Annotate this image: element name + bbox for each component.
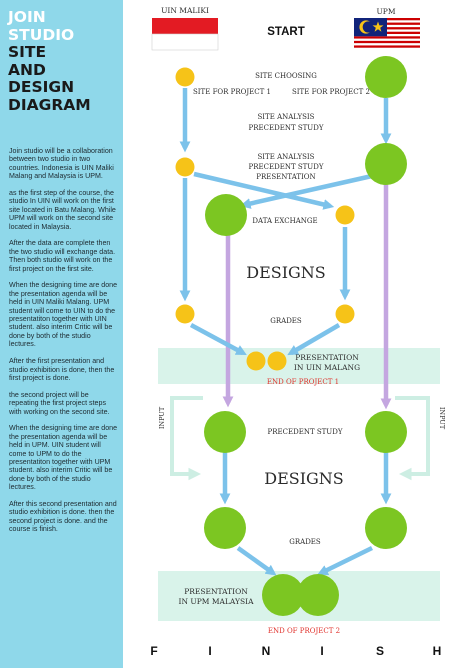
- label-site-analysis-1: PRECEDENT STUDY: [249, 124, 324, 132]
- finish-letter: N: [262, 644, 271, 658]
- label-presentation-uin: PRESENTATION: [295, 353, 359, 362]
- node-precedent-study-upm: [365, 411, 407, 453]
- description-paragraph: After this second presentation and studi…: [9, 499, 117, 534]
- node-presentation-upm-2: [297, 574, 339, 616]
- node-site-analysis-upm: [365, 143, 407, 185]
- arrow-blue: [317, 545, 373, 576]
- label-input-right: INPUT: [438, 407, 446, 430]
- label-site-analysis-2: PRECEDENT STUDY: [249, 163, 324, 171]
- label-site-analysis-1: SITE ANALYSIS: [258, 113, 315, 121]
- node-site-choosing-upm: [365, 56, 407, 98]
- description-paragraph: the second project will be repeating the…: [9, 390, 110, 416]
- label-site-project-2: SITE FOR PROJECT 2: [292, 88, 370, 96]
- right-flag-label: UPM: [376, 7, 395, 16]
- label-designs-1: DESIGNS: [246, 263, 326, 282]
- title-line: JOIN: [8, 8, 46, 26]
- node-data-exchange-upm: [335, 205, 355, 225]
- arrow-blue: [287, 323, 341, 356]
- title-line: AND: [8, 60, 46, 79]
- label-site-project-1: SITE FOR PROJECT 1: [193, 88, 271, 96]
- label-data-exchange: DATA EXCHANGE: [252, 217, 317, 225]
- label-presentation-upm: IN UPM MALAYSIA: [179, 597, 255, 606]
- label-designs-2: DESIGNS: [264, 469, 344, 488]
- sidebar-description: Join studio will be a collaboration betw…: [9, 147, 119, 542]
- node-presentation-upm-1: [262, 574, 304, 616]
- node-precedent-study-uin: [204, 411, 246, 453]
- finish-letter: F: [150, 644, 157, 658]
- arrow-blue: [236, 546, 277, 576]
- description-paragraph: After the first presentation and studio …: [9, 357, 115, 382]
- node-data-exchange-uin: [205, 194, 247, 236]
- node-presentation-uin-2: [267, 351, 287, 371]
- arrow-blue: [189, 323, 247, 356]
- description-paragraph: When the designing time are done the pre…: [9, 281, 118, 349]
- title-line: DIAGRAM: [8, 95, 91, 114]
- finish-letter: I: [208, 644, 211, 658]
- title-line: STUDIO: [8, 25, 75, 44]
- node-grades-upm: [335, 304, 355, 324]
- label-end-project-1: END OF PROJECT 1: [267, 378, 339, 386]
- label-grades-1: GRADES: [270, 317, 302, 325]
- label-site-analysis-2: SITE ANALYSIS: [258, 153, 315, 161]
- input-loop-left: [170, 396, 203, 481]
- arrow-blue: [239, 173, 373, 209]
- node-presentation-uin-1: [246, 351, 266, 371]
- label-precedent-study: PRECEDENT STUDY: [268, 428, 343, 436]
- title-line: SITE: [8, 43, 47, 61]
- arrow-blue: [193, 171, 335, 210]
- sidebar-title: JOIN STUDIO SITE AND DESIGN DIAGRAM: [8, 8, 120, 114]
- finish-letter: I: [320, 644, 323, 658]
- label-presentation-upm: PRESENTATION: [184, 587, 248, 596]
- description-paragraph: as the first step of the course, the stu…: [9, 189, 116, 231]
- title-line: DESIGN: [8, 78, 75, 96]
- node-grades-2-uin: [204, 507, 246, 549]
- node-site-choosing-uin: [175, 67, 195, 87]
- indonesia-flag: [151, 18, 219, 51]
- label-grades-2: GRADES: [289, 538, 321, 546]
- description-paragraph: After the data are complete then the two…: [9, 239, 116, 273]
- finish-letter: H: [433, 644, 442, 658]
- label-presentation-uin: IN UIN MALANG: [294, 363, 360, 372]
- start-label: START: [267, 26, 304, 38]
- malaysia-flag: [354, 18, 420, 50]
- description-paragraph: Join studio will be a collaboration betw…: [9, 147, 114, 181]
- input-loop-right: [395, 396, 430, 481]
- label-site-analysis-2: PRESENTATION: [256, 173, 315, 181]
- finish-letter: S: [376, 644, 384, 658]
- label-site-choosing: SITE CHOOSING: [255, 72, 317, 80]
- node-grades-uin: [175, 304, 195, 324]
- sidebar: JOIN STUDIO SITE AND DESIGN DIAGRAM Join…: [0, 0, 123, 668]
- description-paragraph: When the designing time are done the pre…: [9, 424, 118, 492]
- node-grades-2-upm: [365, 507, 407, 549]
- left-flag-label: UIN MALIKI: [161, 6, 209, 15]
- label-input-left: INPUT: [158, 406, 166, 429]
- node-site-analysis-uin: [175, 157, 195, 177]
- label-end-project-2: END OF PROJECT 2: [268, 627, 340, 635]
